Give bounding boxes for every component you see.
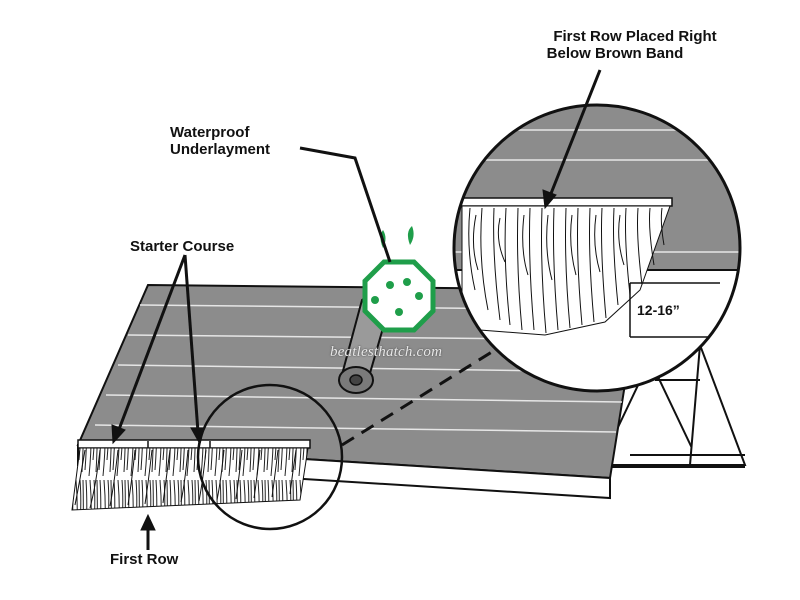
waterproof-line2: Underlayment xyxy=(170,141,271,158)
brand-logo xyxy=(362,226,436,333)
first-row-thatch xyxy=(71,439,311,511)
zoom-connector-line xyxy=(341,348,496,447)
starter-course-label: Starter Course xyxy=(130,238,235,255)
leader-lines xyxy=(111,69,602,550)
spacing-dimension-label: 12-16” xyxy=(637,302,680,318)
first-row-placed-line2: Below Brown Band xyxy=(546,45,684,62)
waterproof-line1: Waterproof xyxy=(170,124,250,141)
first-row-placed-label: First Row Placed Right Below Brown Band xyxy=(520,28,750,62)
zoom-detail-circle xyxy=(452,103,742,393)
watermark-text: beatlesthatch.com xyxy=(330,344,443,360)
detail-circle-small xyxy=(196,383,344,531)
waterproof-underlayment-label: Waterproof Underlayment xyxy=(170,124,270,158)
roof-support-frame xyxy=(595,344,747,468)
first-row-label: First Row xyxy=(110,551,179,568)
first-row-placed-line1: First Row Placed Right xyxy=(553,28,717,45)
